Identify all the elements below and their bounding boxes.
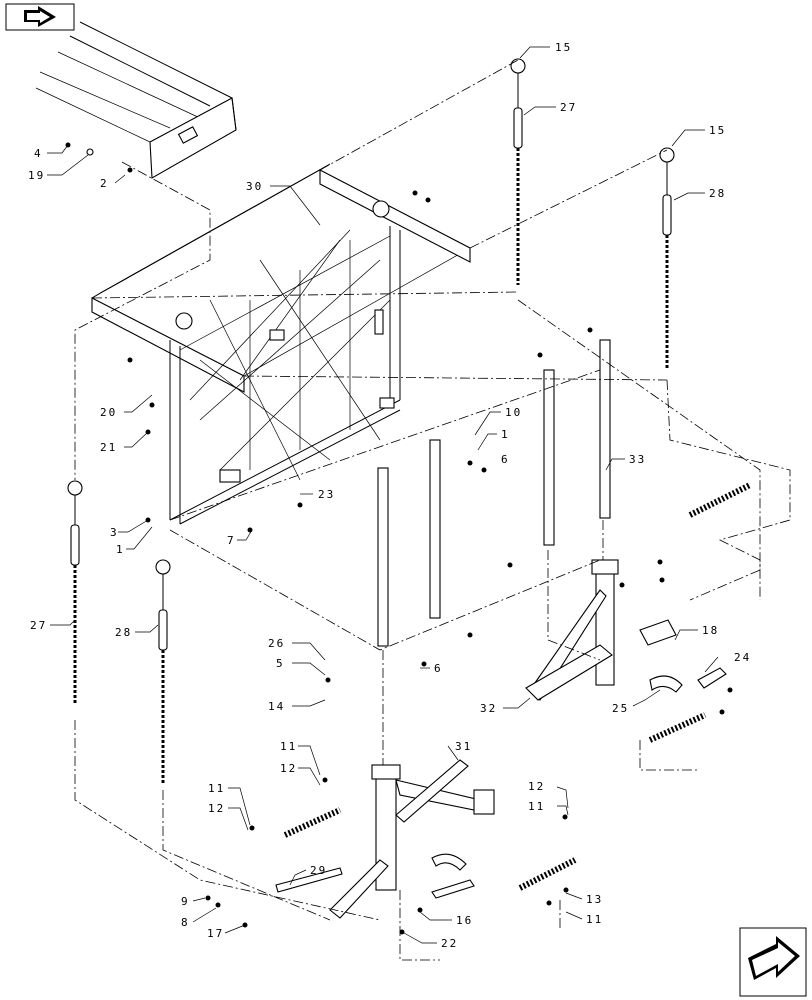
page-back-icon[interactable] [5,3,75,31]
callout-28: 28 [709,187,726,200]
phantom-lines [74,59,791,961]
callout-24: 24 [734,651,751,664]
callout-17: 17 [207,927,224,940]
callout-3: 3 [110,526,119,539]
callout-18: 18 [702,624,719,637]
main-frame [91,163,471,525]
hardware-pins [65,142,733,935]
callout-12: 12 [280,762,297,775]
callout-11: 11 [586,913,603,926]
callout-23: 23 [318,488,335,501]
callout-19: 19 [28,169,45,182]
page-forward-icon[interactable] [739,927,807,997]
callout-10: 10 [505,406,522,419]
springs [283,482,752,891]
callout-5: 5 [276,657,285,670]
callout-30: 30 [246,180,263,193]
callout-1: 1 [501,428,510,441]
callout-6: 6 [434,662,443,675]
callout-13: 13 [586,893,603,906]
callout-33: 33 [629,453,646,466]
callout-32: 32 [480,702,497,715]
callout-11: 11 [208,782,225,795]
callout-7: 7 [227,534,236,547]
callout-9: 9 [181,895,190,908]
callout-27: 27 [560,101,577,114]
callout-8: 8 [181,916,190,929]
callout-28: 28 [115,626,132,639]
callout-26: 26 [268,637,285,650]
callout-29: 29 [310,864,327,877]
callout-25: 25 [612,702,629,715]
callout-1: 1 [116,543,125,556]
callout-22: 22 [441,937,458,950]
support-poles [377,339,611,647]
callout-20: 20 [100,406,117,419]
callout-15: 15 [709,124,726,137]
callout-labels: 15 27 15 28 4 19 2 30 20 21 10 1 6 33 3 … [28,41,751,950]
boom-section [35,21,237,179]
center-stand-assembly [275,759,495,919]
callout-14: 14 [268,700,285,713]
callout-15: 15 [555,41,572,54]
right-stand-assembly [525,559,727,701]
callout-12: 12 [208,802,225,815]
callout-4: 4 [34,147,43,160]
callout-11: 11 [280,740,297,753]
callout-leaders [47,46,719,944]
callout-31: 31 [455,740,472,753]
callout-16: 16 [456,914,473,927]
callout-27: 27 [30,619,47,632]
chain-assemblies [67,58,675,785]
callout-2: 2 [100,177,109,190]
callout-6: 6 [501,453,510,466]
callout-11: 11 [528,800,545,813]
callout-12: 12 [528,780,545,793]
callout-21: 21 [100,441,117,454]
